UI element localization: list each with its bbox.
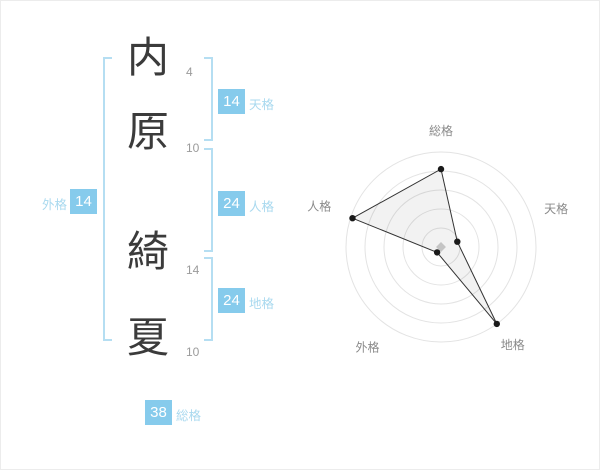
radar-data-point-4 — [349, 215, 356, 222]
given-char-1: 綺 — [127, 228, 170, 275]
tenkaku-value: 14 — [218, 89, 245, 114]
radar-axis-label-1: 天格 — [544, 201, 568, 216]
gaikaku-bracket — [103, 57, 112, 341]
radar-axis-label-3: 外格 — [355, 339, 379, 354]
radar-axis-label-4: 人格 — [307, 199, 331, 214]
soukaku-label: 総格 — [176, 409, 202, 423]
chikaku-value: 24 — [218, 288, 245, 313]
jinkaku-bracket — [204, 148, 213, 252]
given-char-1-stroke-count: 14 — [186, 263, 200, 277]
radar-ring-2 — [402, 208, 480, 286]
soukaku-value: 38 — [145, 400, 172, 425]
surname-char-1-stroke-count: 4 — [186, 65, 193, 79]
radar-data-point-3 — [433, 249, 441, 256]
jinkaku-label: 人格 — [249, 200, 275, 214]
tenkaku-label: 天格 — [249, 98, 275, 112]
radar-ring-5 — [345, 151, 537, 343]
given-char-2-stroke-count: 10 — [186, 345, 200, 359]
surname-char-1: 内 — [127, 34, 170, 81]
radar-data-point-1 — [454, 238, 461, 245]
radar-chart: 総格天格地格 外格 人格 — [301, 107, 581, 387]
radar-ring-3 — [383, 189, 499, 305]
radar-data-point-0 — [437, 165, 445, 173]
surname-char-2-stroke-count: 10 — [186, 141, 200, 155]
radar-data-polygon — [351, 168, 498, 325]
radar-axis-label-0: 総格 — [429, 123, 453, 138]
radar-center-marker — [436, 242, 446, 252]
jinkaku-value: 24 — [218, 191, 245, 216]
given-char-2: 夏 — [127, 314, 170, 361]
chikaku-bracket — [204, 257, 213, 341]
radar-data-point-2 — [493, 320, 500, 328]
gaikaku-label: 外格 — [42, 198, 68, 212]
tenkaku-bracket — [204, 57, 213, 141]
surname-char-2: 原 — [127, 108, 170, 155]
gaikaku-value: 14 — [70, 189, 97, 214]
radar-axis-label-2: 地格 — [501, 337, 525, 352]
chikaku-label: 地格 — [249, 297, 275, 311]
